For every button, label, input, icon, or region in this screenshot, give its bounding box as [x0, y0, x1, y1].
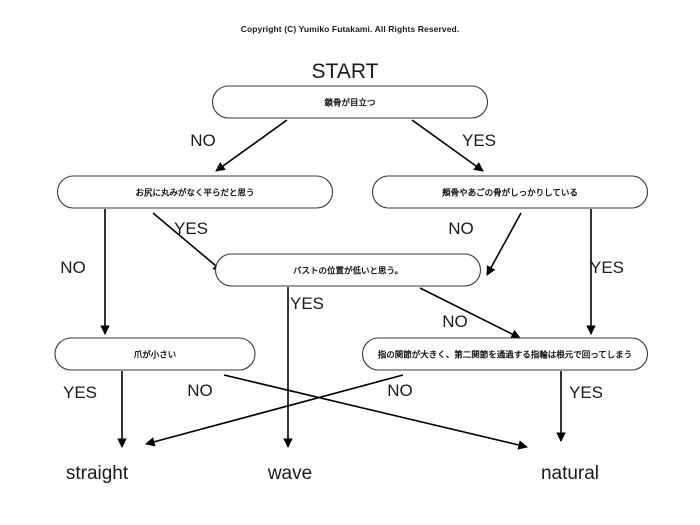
edge-label-q6-yes: YES [569, 383, 603, 402]
result-wave: wave [267, 463, 312, 484]
node-q5-box[interactable] [54, 337, 256, 371]
node-q3-box[interactable] [371, 175, 649, 209]
edge-q1-yes [411, 119, 484, 172]
edge-label-q4-no: NO [442, 312, 468, 331]
result-natural: natural [541, 463, 599, 484]
edge-label-q4-yes: YES [290, 294, 324, 313]
node-q2-label: お尻に丸みがなく平らだと思う [135, 187, 254, 197]
node-q3[interactable]: 頬骨やあごの骨がしっかりしている [371, 175, 649, 209]
node-q4-box[interactable] [214, 253, 482, 287]
start-label: START [312, 60, 379, 83]
node-q2-box[interactable] [56, 175, 334, 209]
node-q1[interactable]: 鎖骨が目立つ [211, 85, 489, 119]
node-q6-box[interactable] [361, 337, 649, 371]
edge-label-q2-yes: YES [174, 219, 208, 238]
edge-q3-no [486, 212, 522, 276]
copyright-notice: Copyright (C) Yumiko Futakami. All Right… [240, 24, 460, 34]
node-q5[interactable]: 爪が小さい [54, 337, 256, 371]
edge-label-q6-no: NO [387, 381, 413, 400]
node-q1-label: 鎖骨が目立つ [324, 97, 375, 107]
edge-label-q5-yes: YES [63, 383, 97, 402]
node-q2[interactable]: お尻に丸みがなく平らだと思う [56, 175, 334, 209]
node-q4[interactable]: バストの位置が低いと思う。 [214, 253, 482, 287]
node-q6-label: 指の関節が大きく、第二関節を通過する指輪は根元で回ってしまう [378, 349, 633, 359]
edge-q5-no [223, 374, 528, 450]
node-q4-label: バストの位置が低いと思う。 [293, 265, 403, 275]
node-q6[interactable]: 指の関節が大きく、第二関節を通過する指輪は根元で回ってしまう [361, 337, 649, 371]
edge-q2-yes [152, 212, 223, 272]
node-q3-label: 頬骨やあごの骨がしっかりしている [441, 187, 578, 197]
edge-q6-no [145, 374, 404, 447]
node-q5-label: 爪が小さい [134, 349, 177, 359]
edge-label-q3-no: NO [448, 219, 474, 238]
edge-label-q5-no: NO [187, 381, 213, 400]
edge-label-q1-yes: YES [462, 131, 496, 150]
node-q1-box[interactable] [211, 85, 489, 119]
edge-q1-no [215, 119, 288, 172]
edge-label-q2-no: NO [60, 258, 86, 277]
result-straight: straight [66, 463, 129, 484]
edge-label-q3-yes: YES [590, 258, 624, 277]
edge-label-q1-no: NO [190, 131, 216, 150]
edge-q4-no [419, 287, 521, 339]
